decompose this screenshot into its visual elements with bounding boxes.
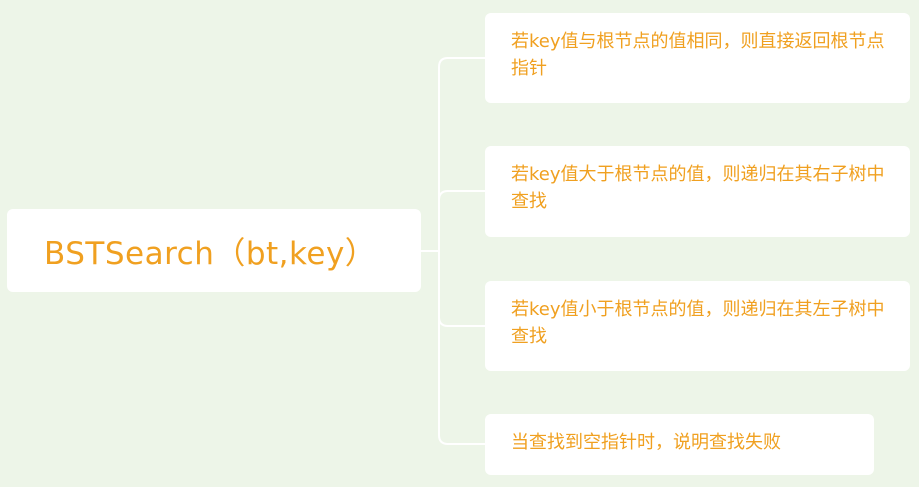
connector-branch-4 bbox=[438, 251, 485, 445]
connector-branch-3 bbox=[438, 251, 485, 327]
branch-node-label: 若key值与根节点的值相同，则直接返回根节点指针 bbox=[511, 31, 885, 79]
branch-node-label: 若key值小于根节点的值，则递归在其左子树中查找 bbox=[511, 299, 885, 347]
connector-branch-2 bbox=[438, 190, 485, 251]
branch-node-label: 当查找到空指针时，说明查找失败 bbox=[511, 432, 781, 453]
root-node-label: BSTSearch（bt,key） bbox=[44, 236, 377, 272]
root-node[interactable]: BSTSearch（bt,key） bbox=[7, 209, 421, 292]
connector-branch-1 bbox=[438, 57, 485, 251]
branch-node-greater[interactable]: 若key值大于根节点的值，则递归在其右子树中查找 bbox=[485, 146, 910, 237]
branch-node-equal[interactable]: 若key值与根节点的值相同，则直接返回根节点指针 bbox=[485, 13, 910, 103]
branch-node-null[interactable]: 当查找到空指针时，说明查找失败 bbox=[485, 414, 874, 475]
branch-node-label: 若key值大于根节点的值，则递归在其右子树中查找 bbox=[511, 164, 885, 212]
branch-node-less[interactable]: 若key值小于根节点的值，则递归在其左子树中查找 bbox=[485, 281, 910, 371]
